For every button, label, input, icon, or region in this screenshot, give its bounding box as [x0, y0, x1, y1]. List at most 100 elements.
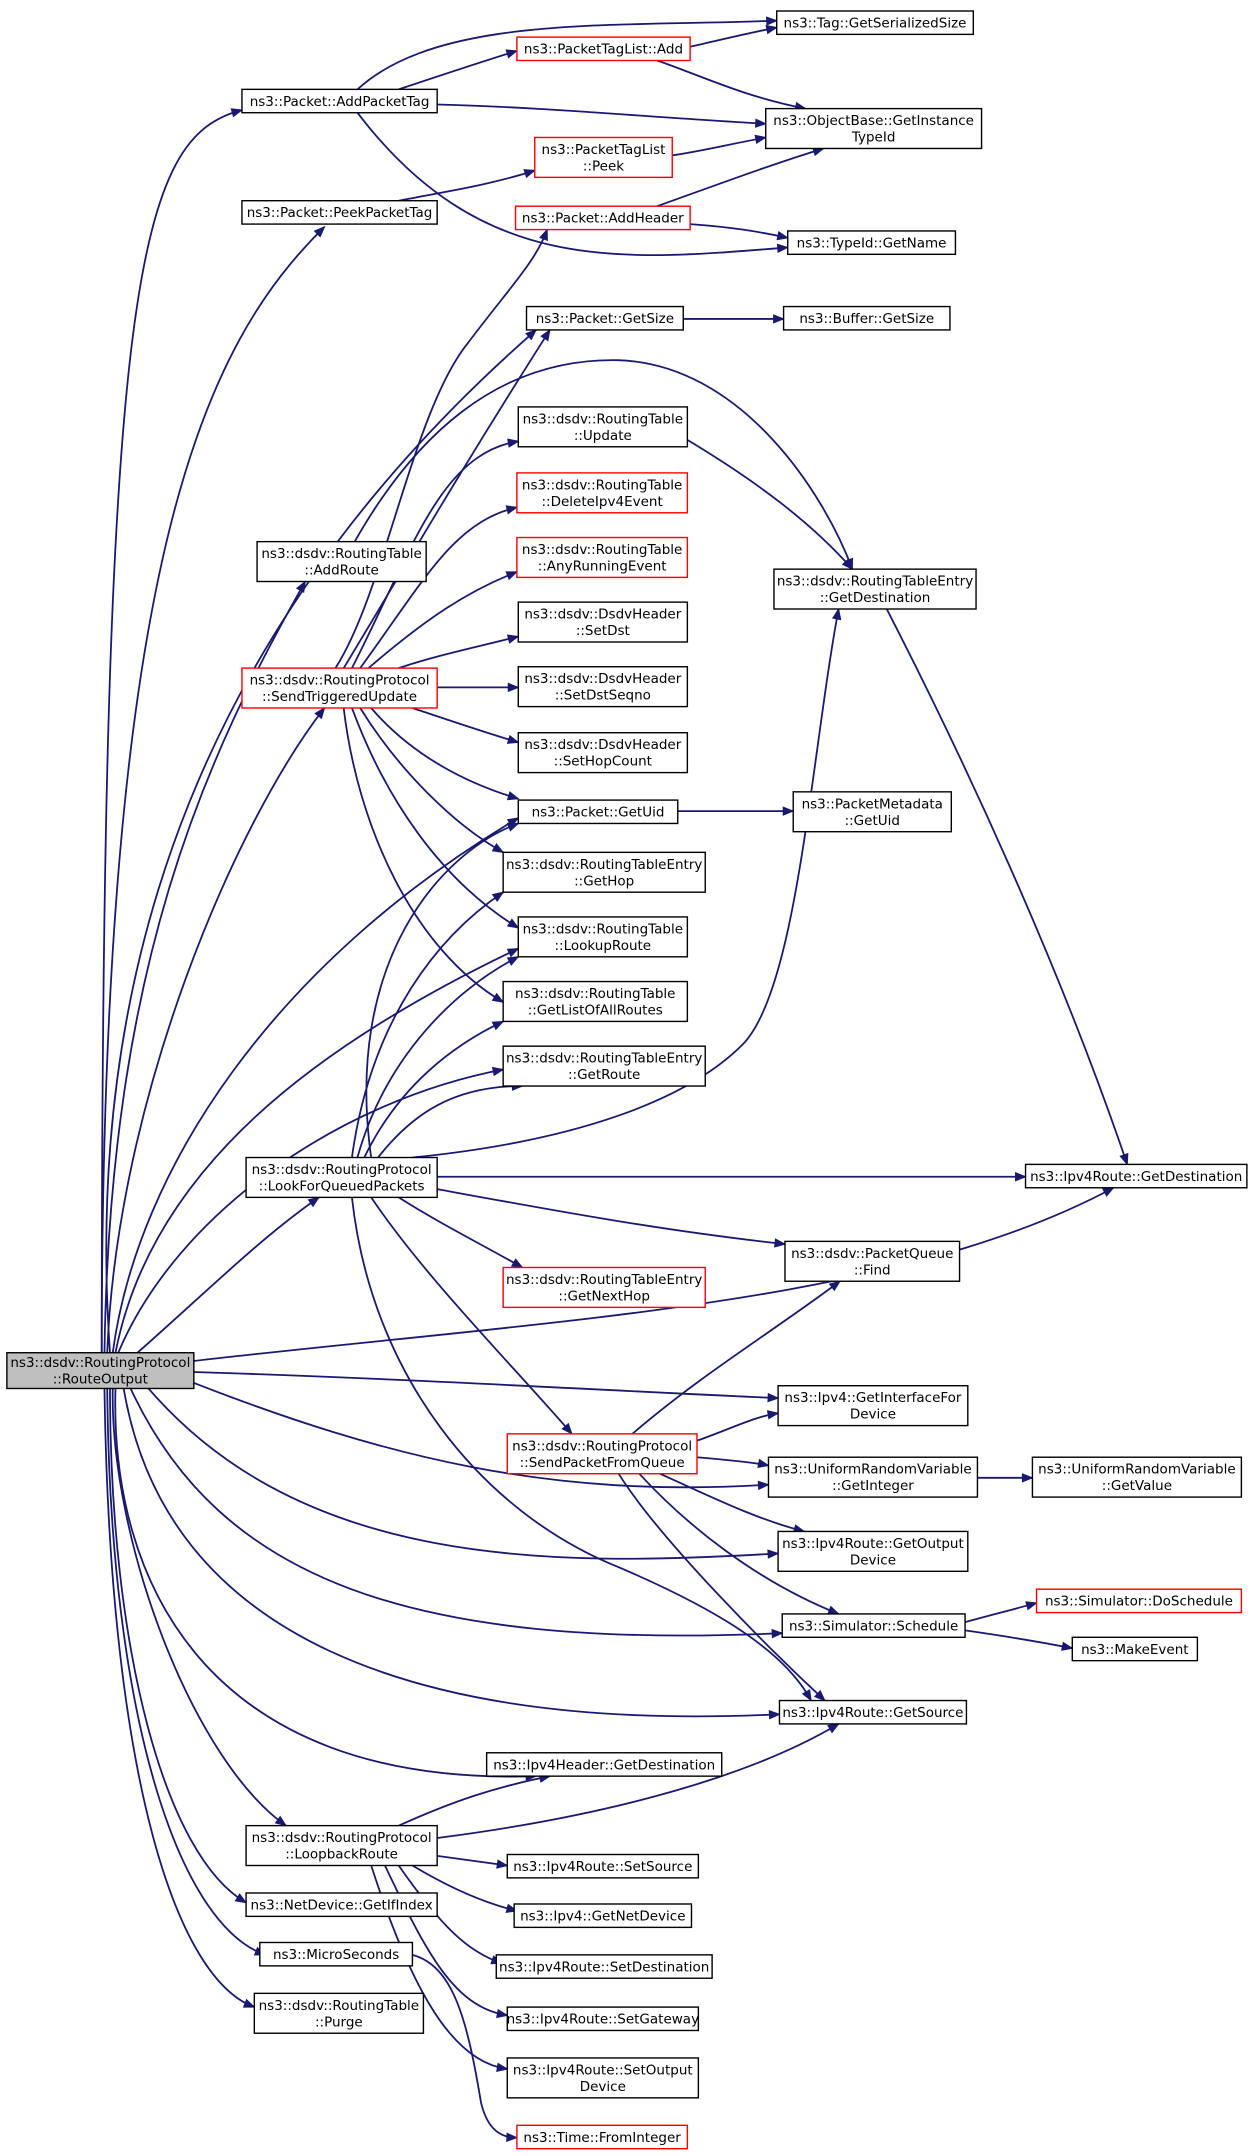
node-setDest[interactable]: ns3::Ipv4Route::SetDestination	[495, 1954, 713, 1979]
node-hdrSetDst[interactable]: ns3::dsdv::DsdvHeader::SetDst	[517, 601, 689, 643]
node-setSource[interactable]: ns3::Ipv4Route::SetSource	[506, 1853, 700, 1879]
node-lookQueued[interactable]: ns3::dsdv::RoutingProtocol::LookForQueue…	[245, 1156, 438, 1199]
edge-loopback-to-setSource	[437, 1854, 508, 1867]
node-hdrSetSeq[interactable]: ns3::dsdv::DsdvHeader::SetDstSeqno	[517, 666, 689, 708]
node-rteNextHop-label-0: ns3::dsdv::RoutingTableEntry	[506, 1272, 702, 1288]
node-urvGetInt[interactable]: ns3::UniformRandomVariable::GetInteger	[767, 1456, 979, 1498]
node-rtDelEvent-box	[516, 472, 689, 514]
node-root[interactable]: ns3::dsdv::RoutingProtocol::RouteOutput	[6, 1352, 195, 1390]
node-makeEvent[interactable]: ns3::MakeEvent	[1071, 1636, 1199, 1662]
node-microSec[interactable]: ns3::MicroSeconds	[259, 1941, 414, 1967]
node-tagSerSize[interactable]: ns3::Tag::GetSerializedSize	[776, 10, 975, 36]
node-bufGetSize[interactable]: ns3::Buffer::GetSize	[782, 305, 951, 331]
node-getNetDev-label-0: ns3::Ipv4::GetNetDevice	[520, 1908, 685, 1924]
arrowhead-root-to-ndIfIndex	[234, 1893, 248, 1904]
node-rtPurge[interactable]: ns3::dsdv::RoutingTable::Purge	[253, 1992, 425, 2034]
edge-loopback-to-setDest	[397, 1864, 503, 1964]
arrowhead-lookQueued-to-getUid	[506, 822, 520, 832]
node-rtAddRoute-label-1: ::AddRoute	[304, 563, 378, 579]
node-sendFromQ[interactable]: ns3::dsdv::RoutingProtocol::SendPacketFr…	[506, 1433, 698, 1475]
node-rteNextHop-box	[502, 1266, 706, 1309]
node-ptlPeek[interactable]: ns3::PacketTagList::Peek	[534, 136, 673, 179]
node-rtUpdate-label-0: ns3::dsdv::RoutingTable	[523, 411, 683, 427]
node-rteGetRoute[interactable]: ns3::dsdv::RoutingTableEntry::GetRoute	[502, 1045, 706, 1087]
arrowhead-lookQueued-to-rteNextHop	[510, 1258, 524, 1269]
node-ptlAdd-box	[516, 36, 691, 62]
node-rtAddRoute[interactable]: ns3::dsdv::RoutingTable::AddRoute	[256, 540, 427, 583]
node-loopback[interactable]: ns3::dsdv::RoutingProtocol::LoopbackRout…	[245, 1824, 438, 1867]
node-urvGetVal-box	[1031, 1456, 1243, 1498]
arrowhead-root-to-ipv4OutDev	[767, 1549, 780, 1559]
edge-sendTrig-to-hdrSetHop	[412, 707, 519, 744]
node-typeIdName[interactable]: ns3::TypeId::GetName	[787, 230, 957, 256]
node-addHeader-label-0: ns3::Packet::AddHeader	[522, 211, 684, 227]
node-pqFind[interactable]: ns3::dsdv::PacketQueue::Find	[784, 1240, 961, 1282]
node-rteGetDest-box	[773, 568, 977, 610]
node-getSize[interactable]: ns3::Packet::GetSize	[525, 305, 684, 331]
node-hdrSetDst-label-1: ::SetDst	[576, 623, 630, 639]
node-ptlPeek-box	[534, 136, 673, 179]
edge-simSched-to-simDoSched	[964, 1602, 1037, 1624]
node-getNetDev[interactable]: ns3::Ipv4::GetNetDevice	[513, 1903, 693, 1929]
node-urvGetVal[interactable]: ns3::UniformRandomVariable::GetValue	[1031, 1456, 1243, 1498]
edge-root-to-microSec	[106, 1388, 266, 1956]
node-pmGetUid[interactable]: ns3::PacketMetadata::GetUid	[792, 791, 953, 833]
node-hdrSetHop[interactable]: ns3::dsdv::DsdvHeader::SetHopCount	[517, 732, 689, 774]
edge-root-to-addPacketTag	[100, 109, 243, 1353]
edge-lookQueued-to-rteGetRoute	[377, 1085, 523, 1159]
node-simSched[interactable]: ns3::Simulator::Schedule	[781, 1613, 966, 1638]
node-rteGetRoute-box	[502, 1045, 706, 1087]
node-simDoSched[interactable]: ns3::Simulator::DoSchedule	[1035, 1588, 1243, 1614]
node-ipv4Source-label-0: ns3::Ipv4Route::GetSource	[782, 1705, 963, 1721]
node-getUid[interactable]: ns3::Packet::GetUid	[517, 799, 679, 825]
node-rtDelEvent-label-0: ns3::dsdv::RoutingTable	[522, 477, 682, 493]
edge-loopback-to-ipv4HdrDest	[398, 1775, 551, 1827]
node-rteGetDest-label-0: ns3::dsdv::RoutingTableEntry	[777, 574, 973, 590]
node-rtUpdate-box	[517, 406, 689, 448]
node-rtAnyRunning[interactable]: ns3::dsdv::RoutingTable::AnyRunningEvent	[516, 536, 689, 579]
node-addPacketTag-label-0: ns3::Packet::AddPacketTag	[250, 94, 430, 110]
node-rtAnyRunning-label-0: ns3::dsdv::RoutingTable	[522, 542, 682, 558]
arrowhead-lookQueued-to-rteGetHop	[491, 891, 505, 903]
node-ipv4RouteDest[interactable]: ns3::Ipv4Route::GetDestination	[1024, 1163, 1248, 1189]
arrowhead-addPacketTag-to-typeIdName	[776, 243, 790, 254]
edges	[100, 16, 1129, 2142]
node-setGateway-box	[506, 2006, 700, 2032]
node-sendTrig[interactable]: ns3::dsdv::RoutingProtocol::SendTriggere…	[241, 667, 438, 709]
node-fromInt[interactable]: ns3::Time::FromInteger	[516, 2124, 689, 2150]
node-rtPurge-box	[253, 1992, 425, 2034]
node-simDoSched-label-0: ns3::Simulator::DoSchedule	[1045, 1594, 1233, 1610]
node-peekPacketTag[interactable]: ns3::Packet::PeekPacketTag	[241, 200, 438, 225]
node-rtDelEvent[interactable]: ns3::dsdv::RoutingTable::DeleteIpv4Event	[516, 472, 689, 514]
node-addHeader[interactable]: ns3::Packet::AddHeader	[514, 205, 691, 231]
arrowhead-sendTrig-to-hdrSetDst	[506, 634, 520, 644]
node-pmGetUid-box	[792, 791, 953, 833]
node-rtLookup[interactable]: ns3::dsdv::RoutingTable::LookupRoute	[517, 916, 689, 958]
node-rteGetDest[interactable]: ns3::dsdv::RoutingTableEntry::GetDestina…	[773, 568, 977, 610]
edge-sendFromQ-to-urvGetInt	[696, 1456, 769, 1467]
node-rtAnyRunning-box	[516, 536, 689, 579]
node-root-box	[6, 1352, 195, 1390]
node-urvGetInt-label-0: ns3::UniformRandomVariable	[774, 1462, 972, 1478]
edge-sendTrig-to-getSize	[342, 329, 551, 669]
node-rtUpdate[interactable]: ns3::dsdv::RoutingTable::Update	[517, 406, 689, 448]
node-addPacketTag[interactable]: ns3::Packet::AddPacketTag	[241, 88, 438, 114]
node-hdrSetSeq-label-1: ::SetDstSeqno	[555, 688, 651, 704]
arrowhead-loopback-to-setOutDev	[496, 2062, 509, 2072]
node-rteGetHop[interactable]: ns3::dsdv::RoutingTableEntry::GetHop	[502, 851, 706, 893]
node-ipv4HdrDest[interactable]: ns3::Ipv4Header::GetDestination	[485, 1752, 723, 1777]
node-setGateway[interactable]: ns3::Ipv4Route::SetGateway	[506, 2006, 700, 2032]
node-rtListAll[interactable]: ns3::dsdv::RoutingTable::GetListOfAllRou…	[502, 980, 689, 1023]
node-ptlAdd[interactable]: ns3::PacketTagList::Add	[516, 36, 691, 62]
edge-sendTrig-to-getUid	[370, 707, 519, 800]
node-ipv4Source[interactable]: ns3::Ipv4Route::GetSource	[778, 1699, 968, 1725]
node-rteNextHop[interactable]: ns3::dsdv::RoutingTableEntry::GetNextHop	[502, 1266, 706, 1309]
node-ipv4IfDev-label-1: Device	[850, 1407, 896, 1423]
arrowhead-sendFromQ-to-ipv4IfDev	[767, 1410, 780, 1420]
node-ndIfIndex[interactable]: ns3::NetDevice::GetIfIndex	[245, 1892, 438, 1918]
node-setGateway-label-0: ns3::Ipv4Route::SetGateway	[507, 2012, 700, 2028]
